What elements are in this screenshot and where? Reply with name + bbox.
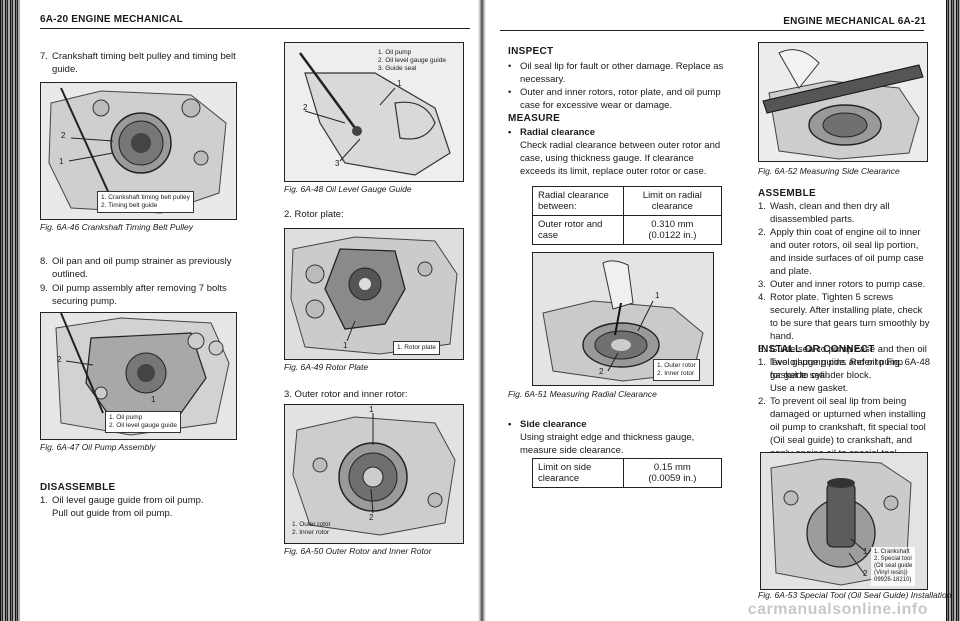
disassemble-heading: DISASSEMBLE <box>40 482 116 493</box>
callout-number: 2 <box>61 131 66 140</box>
left-page-binding <box>0 0 20 621</box>
inspect-list: •Oil seal lip for fault or other damage.… <box>508 60 728 112</box>
watermark: carmanualsonline.info <box>747 601 928 618</box>
figure-legend: 1. Crankshaft timing belt pulley 2. Timi… <box>97 191 194 213</box>
figure-caption: Fig. 6A-50 Outer Rotor and Inner Rotor <box>284 546 432 556</box>
callout-number: 1 <box>343 341 348 350</box>
callout-number: 2 <box>369 513 374 522</box>
right-page-header: ENGINE MECHANICAL 6A-21 <box>783 16 926 27</box>
figure-legend: 1. Crankshaft 2. Special tool (Oil seal … <box>871 547 916 586</box>
measure-heading: MEASURE <box>508 113 561 124</box>
callout-number: 1 <box>863 547 868 556</box>
radial-clearance-table: Radial clearance between: Limit on radia… <box>532 186 723 245</box>
assemble-steps: 1.Wash, clean and then dry all disassemb… <box>758 200 930 382</box>
callout-number: 1 <box>655 291 660 300</box>
pulley-illustration <box>41 83 236 219</box>
callout-number: 1 <box>369 405 374 414</box>
callout-number: 2 <box>863 569 868 578</box>
figure-special-tool-installation: 1 2 1. Crankshaft 2. Special tool (Oil s… <box>760 452 928 590</box>
install-steps: 1.Two oil pump pins and oil pump gasket … <box>758 356 930 460</box>
callout-number: 1 <box>397 79 402 88</box>
figure-rotor-plate: 1 1. Rotor plate <box>284 228 464 360</box>
callout-number: 1 <box>59 157 64 166</box>
list-item: •Outer and inner rotors, rotor plate, an… <box>508 87 721 111</box>
figure-legend: 1. Rotor plate <box>393 341 441 355</box>
figure-legend: 1. Oil pump 2. Oil level gauge guide 3. … <box>378 49 446 72</box>
list-item: 5.Guide seal to pump case and then oil l… <box>758 344 931 381</box>
figure-oil-pump-assembly: 2 1 1. Oil pump 2. Oil level gauge guide <box>40 312 237 440</box>
figure-caption: Fig. 6A-52 Measuring Side Clearance <box>758 166 900 176</box>
callout-number: 2 <box>599 367 604 376</box>
figure-outer-inner-rotor: 1 2 1. Outer rotor 2. Inner rotor <box>284 404 464 544</box>
figure-legend: 1. Outer rotor 2. Inner rotor <box>292 521 331 536</box>
inspect-heading: INSPECT <box>508 46 554 57</box>
step-7: 7. Crankshaft timing belt pulley and tim… <box>40 50 250 76</box>
page-gutter <box>478 0 486 621</box>
disassemble-step-1: 1. Oil level gauge guide from oil pump. … <box>40 495 204 519</box>
figure-legend: 1. Outer rotor 2. Inner rotor <box>653 359 700 381</box>
figure-oil-level-gauge-guide: 2 3 1 1. Oil pump 2. Oil level gauge gui… <box>284 42 464 182</box>
callout-number: 2 <box>57 355 62 364</box>
figure-legend: 1. Oil pump 2. Oil level gauge guide <box>105 411 181 433</box>
callout-number: 2 <box>303 103 308 112</box>
figure-caption: Fig. 6A-51 Measuring Radial Clearance <box>508 389 657 399</box>
left-page-header: 6A-20 ENGINE MECHANICAL <box>40 14 183 25</box>
step-outer-inner-rotor: 3. Outer rotor and inner rotor: <box>284 389 408 400</box>
figure-caption: Fig. 6A-48 Oil Level Gauge Guide <box>284 184 412 194</box>
side-clearance-section: •Side clearance Using straight edge and … <box>508 419 695 456</box>
list-item: •Oil seal lip for fault or other damage.… <box>508 61 724 85</box>
right-header-rule <box>500 30 924 31</box>
step-8: 8. Oil pan and oil pump strainer as prev… <box>40 256 232 280</box>
step-number: 7. <box>40 51 48 62</box>
callout-number: 1 <box>151 395 156 404</box>
radial-clearance-section: •Radial clearance Check radial clearance… <box>508 127 721 177</box>
step-text: Crankshaft timing belt pulley and timing… <box>52 51 236 75</box>
figure-measuring-side-clearance <box>758 42 928 162</box>
gauge-guide-illustration <box>285 43 463 181</box>
callout-number: 3 <box>335 159 340 168</box>
side-clearance-table: Limit on side clearance 0.15 mm(0.0059 i… <box>532 458 723 488</box>
figure-crankshaft-timing-belt-pulley: 2 1 1. Crankshaft timing belt pulley 2. … <box>40 82 237 220</box>
left-header-rule <box>40 28 470 29</box>
side-clearance-illustration <box>759 43 927 161</box>
list-item: 2.To prevent oil seal lip from being dam… <box>758 396 926 459</box>
step-9: 9. Oil pump assembly after removing 7 bo… <box>40 283 227 307</box>
list-item: 2.Apply thin coat of engine oil to inner… <box>758 227 924 277</box>
right-page-binding <box>946 0 960 621</box>
figure-caption: Fig. 6A-47 Oil Pump Assembly <box>40 442 156 452</box>
figure-caption: Fig. 6A-49 Rotor Plate <box>284 362 369 372</box>
figure-caption: Fig. 6A-53 Special Tool (Oil Seal Guide)… <box>758 590 952 600</box>
list-item: 1.Wash, clean and then dry all disassemb… <box>758 201 890 225</box>
outer-inner-rotor-illustration <box>285 405 463 543</box>
assemble-heading: ASSEMBLE <box>758 188 816 199</box>
figure-caption: Fig. 6A-46 Crankshaft Timing Belt Pulley <box>40 222 193 232</box>
rotor-plate-illustration <box>285 229 463 359</box>
install-heading: INSTALL OR CONNECT <box>758 344 875 355</box>
list-item: 3.Outer and inner rotors to pump case. <box>758 279 926 290</box>
list-item: 1.Two oil pump pins and oil pump gasket … <box>758 357 904 394</box>
list-item: 4.Rotor plate. Tighten 5 screws securely… <box>758 292 930 342</box>
figure-measuring-radial-clearance: 1 2 1. Outer rotor 2. Inner rotor <box>532 252 714 386</box>
step-rotor-plate: 2. Rotor plate: <box>284 209 344 220</box>
